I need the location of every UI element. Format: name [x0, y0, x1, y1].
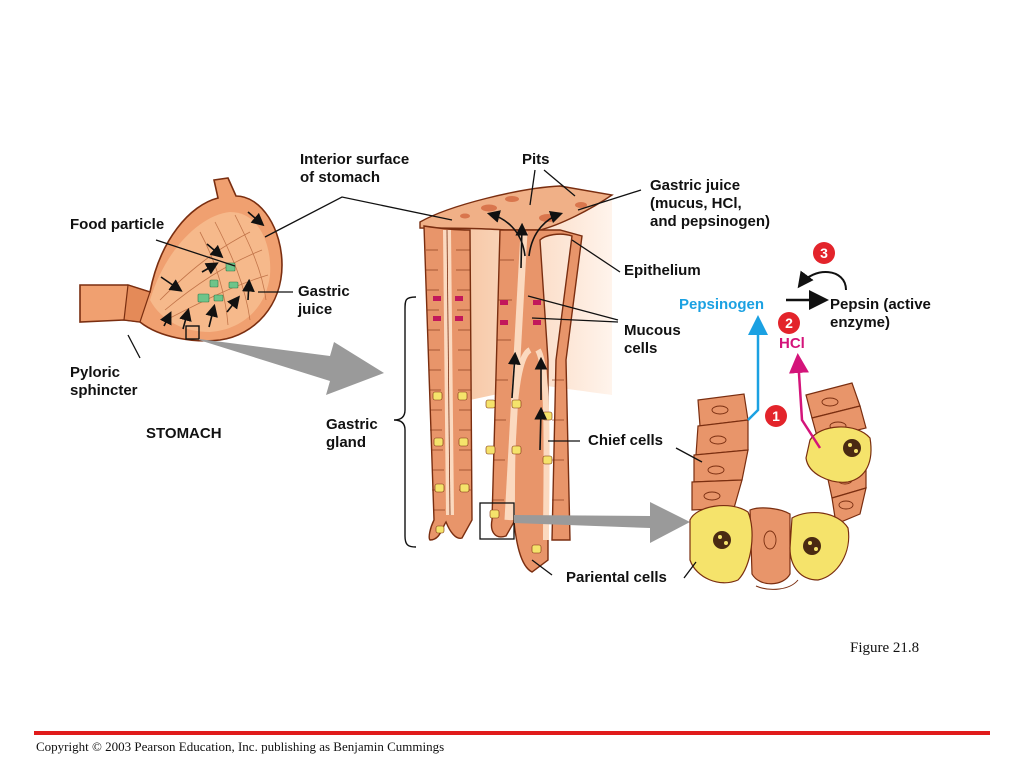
label-chief-cells: Chief cells	[588, 432, 664, 449]
label-epithelium: Epithelium	[624, 262, 701, 279]
step-badge-2: 2	[778, 312, 800, 334]
step-badge-3: 3	[813, 242, 835, 264]
leader-lines	[127, 169, 703, 579]
cell-closeup-illustration	[689, 382, 872, 590]
label-mucous-cells: Mucous cells	[624, 322, 681, 357]
gastric-gland-illustration	[419, 185, 614, 573]
label-pepsin: Pepsin (active enzyme)	[830, 296, 931, 331]
label-pariental-cells: Pariental cells	[566, 569, 667, 586]
copyright-notice: Copyright © 2003 Pearson Education, Inc.…	[36, 739, 445, 754]
stomach-illustration	[79, 177, 283, 342]
label-stomach: STOMACH	[146, 425, 222, 442]
label-gastric-gland: Gastric gland	[326, 416, 378, 451]
label-food-particle: Food particle	[70, 216, 165, 233]
label-pepsinogen: Pepsinogen	[679, 296, 765, 313]
label-pits: Pits	[522, 151, 550, 168]
label-gastric-juice: Gastric juice	[298, 283, 350, 318]
label-pyloric-sphincter: Pyloric sphincter	[70, 364, 138, 399]
label-gastric-juice-composition: Gastric juice (mucus, HCl, and pepsinoge…	[650, 177, 770, 230]
label-hcl: HCl	[779, 335, 805, 352]
magnify-arrow-stomach	[199, 339, 384, 395]
hcl-secretion-arrow	[788, 353, 822, 449]
autocatalysis-arrow	[797, 270, 847, 291]
pepsinogen-secretion-arrow	[747, 315, 768, 421]
figure-number: Figure 21.8	[850, 640, 920, 656]
gastric-gland-bracket	[393, 296, 417, 548]
magnify-arrow-gland	[514, 502, 690, 543]
step-badge-1: 1	[765, 405, 787, 427]
bottom-rule	[34, 731, 990, 735]
label-interior-surface: Interior surface of stomach	[300, 151, 410, 186]
